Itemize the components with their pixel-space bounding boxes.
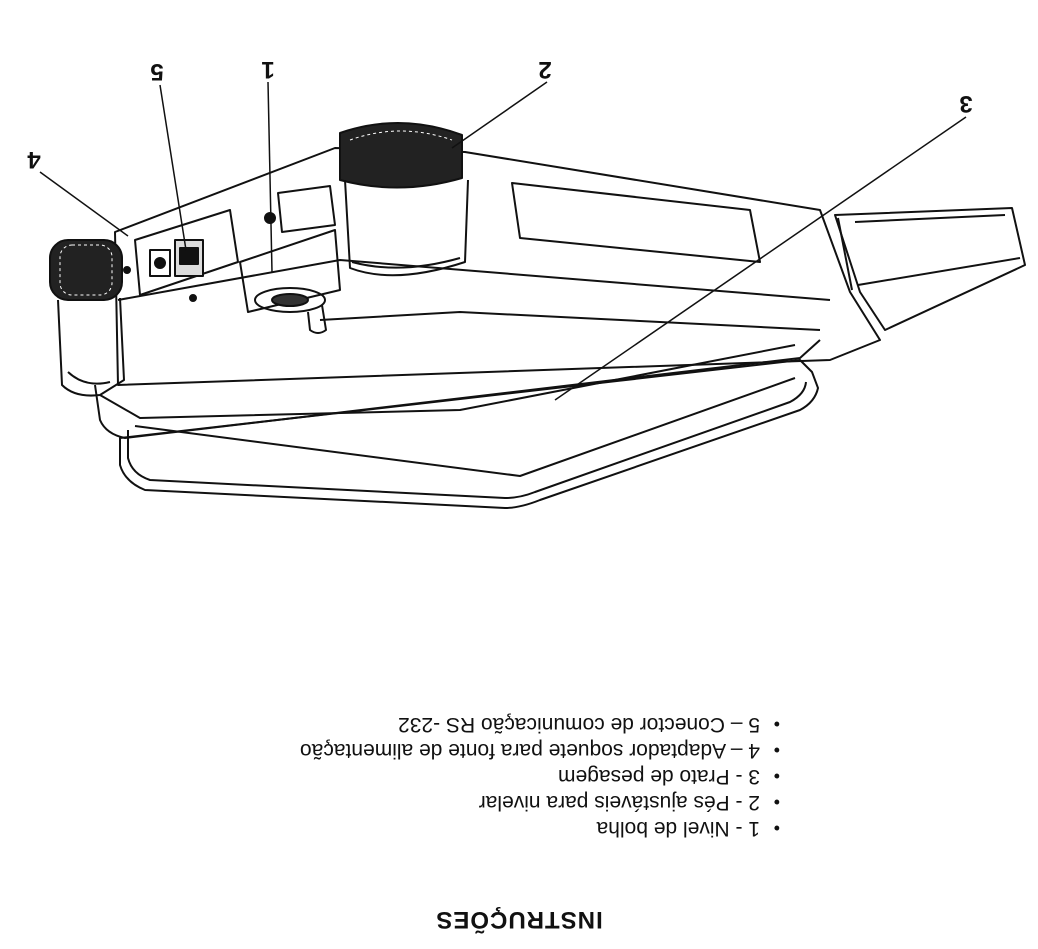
left-adjustable-foot xyxy=(49,239,125,397)
callout-4: 4 xyxy=(27,146,41,173)
weighing-plate xyxy=(119,359,819,509)
connector-panel xyxy=(123,209,239,302)
scale-body xyxy=(114,147,1026,386)
leader-line-4 xyxy=(39,171,129,237)
scale-base xyxy=(94,311,821,439)
callout-3: 3 xyxy=(959,90,972,117)
callout-leaders xyxy=(39,81,967,401)
callout-2: 2 xyxy=(538,56,551,83)
right-adjustable-foot xyxy=(339,122,469,277)
leader-line-1 xyxy=(267,81,273,273)
callout-5: 5 xyxy=(150,58,163,85)
leader-line-3 xyxy=(554,116,967,401)
callout-1: 1 xyxy=(261,56,274,83)
leader-line-5 xyxy=(159,84,187,251)
leader-line-2 xyxy=(451,81,548,149)
bubble-level xyxy=(239,185,341,334)
